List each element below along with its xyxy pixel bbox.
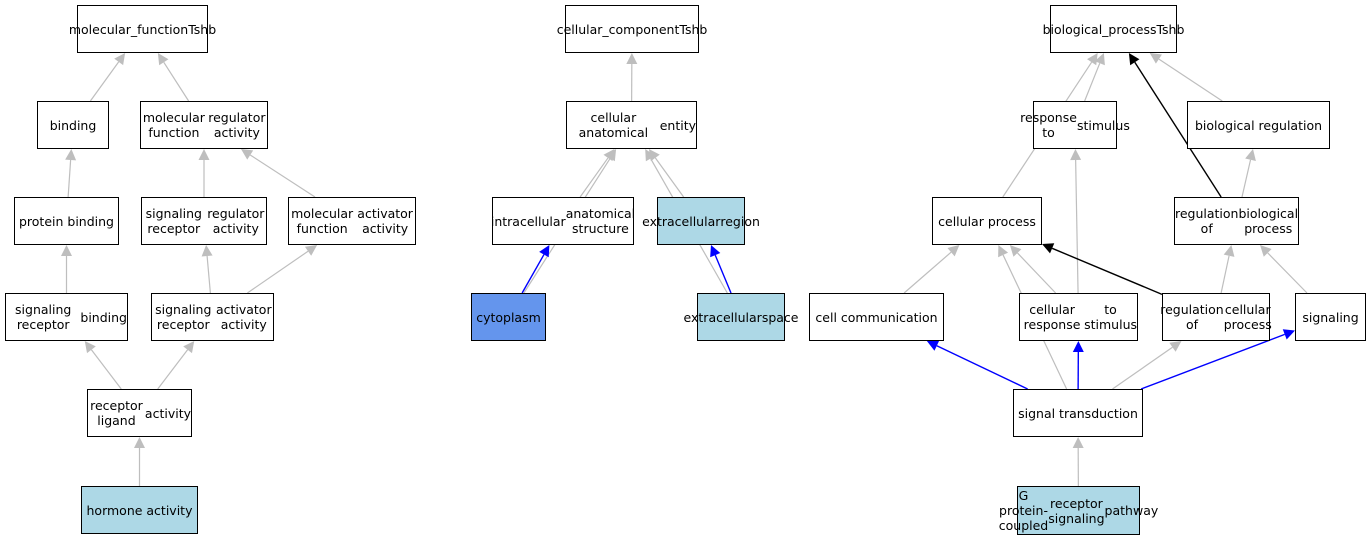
edge-arrowhead <box>1042 243 1055 254</box>
edge-arrowhead <box>1087 53 1098 66</box>
edge-arrowhead <box>134 437 145 448</box>
edge-extracellular_region-to-cae <box>648 149 685 198</box>
edge-binding-to-mf_root <box>89 53 126 102</box>
edge-arrowhead <box>198 149 210 160</box>
node-binding[interactable]: binding <box>37 101 109 149</box>
edge-arrowhead <box>645 149 656 162</box>
edge-sig_rec_binding-to-protein_binding <box>61 245 72 293</box>
edge-arrowhead <box>626 53 638 65</box>
edge-arrowhead <box>183 341 195 354</box>
edge-gpcr-to-sig_trans <box>1072 437 1084 487</box>
edge-reg_cell_proc-to-cell_proc <box>1042 243 1163 296</box>
edge-arrowhead <box>1223 245 1235 257</box>
node-cell-communication[interactable]: cell communication <box>809 293 944 341</box>
edge-mf_reg-to-mf_root <box>157 53 190 102</box>
edge-sig_trans-to-signaling <box>1140 329 1295 390</box>
edge-arrowhead <box>998 245 1009 258</box>
edge-cell_resp_stim-to-cell_proc <box>1009 245 1057 294</box>
edge-arrowhead <box>114 53 126 66</box>
edge-cell_comm-to-cell_proc <box>903 245 960 294</box>
edge-arrowhead <box>61 245 72 256</box>
node-cellular-process[interactable]: cellular process <box>932 197 1042 245</box>
edge-arrowhead <box>157 53 169 66</box>
edge-arrowhead <box>1094 53 1105 66</box>
edge-arrowhead <box>648 149 660 162</box>
edge-arrowhead <box>926 340 940 351</box>
edge-resp_stim-to-bp_root <box>1084 53 1105 102</box>
node-signaling[interactable]: signaling <box>1295 293 1366 341</box>
edge-arrowhead <box>1128 53 1140 66</box>
edge-mf_act-to-mf_reg <box>241 149 316 198</box>
edge-rec_ligand-to-sig_rec_act <box>157 341 195 390</box>
edge-arrowhead <box>201 245 213 257</box>
node-biological-regulation[interactable]: biological regulation <box>1187 101 1330 149</box>
edge-arrowhead <box>65 149 77 161</box>
edge-arrowhead <box>1282 329 1295 340</box>
edge-arrowhead <box>84 341 96 354</box>
edge-sig_rec_act-to-sig_rec_reg <box>201 245 213 294</box>
edge-arrowhead <box>539 245 550 258</box>
edge-arrowhead <box>1009 245 1022 257</box>
edge-arrowhead <box>1245 149 1256 161</box>
node-hormone-activity[interactable]: hormone activity <box>81 486 198 534</box>
edge-signaling-to-reg_bio_proc <box>1260 245 1308 294</box>
edge-arrowhead <box>1072 437 1084 449</box>
edge-hormone-to-rec_ligand <box>134 437 145 486</box>
edge-sig_rec_reg-to-mf_reg <box>198 149 210 197</box>
edge-rec_ligand-to-sig_rec_binding <box>84 341 122 390</box>
edge-cytoplasm-to-intracellular <box>521 245 550 294</box>
edge-arrowhead <box>947 245 960 257</box>
node-cytoplasm[interactable]: cytoplasm <box>471 293 546 341</box>
edge-protein_binding-to-binding <box>65 149 77 198</box>
edge-arrowhead <box>605 149 617 162</box>
edge-reg_cell_proc-to-reg_bio_proc <box>1220 245 1235 294</box>
edge-reg_bio_proc-to-bio_reg <box>1241 149 1256 198</box>
edge-arrowhead <box>1070 149 1082 161</box>
edge-extracellular_space-to-extracellular_region <box>710 245 732 294</box>
edge-sig_trans-to-cell_resp_stim <box>1072 341 1084 390</box>
edge-reg_bio_proc-to-bp_root <box>1128 53 1222 198</box>
edge-arrowhead <box>304 245 318 256</box>
edge-sig_trans-to-cell_comm <box>926 340 1028 390</box>
edge-arrowhead <box>1149 53 1162 64</box>
edge-cae-to-cc_root <box>626 53 638 102</box>
edge-bio_reg-to-bp_root <box>1149 53 1223 102</box>
edge-arrowhead <box>1169 341 1182 352</box>
edge-arrowhead <box>1260 245 1272 257</box>
node-protein-binding[interactable]: protein binding <box>14 197 119 245</box>
edge-cell_resp_stim-to-resp_stim <box>1070 149 1082 294</box>
node-signal-transduction[interactable]: signal transduction <box>1013 389 1143 437</box>
edge-sig_trans-to-reg_cell_proc <box>1112 341 1182 390</box>
edge-arrowhead <box>241 149 254 160</box>
edge-arrowhead <box>710 245 721 258</box>
edge-sig_rec_act-to-mf_act <box>247 245 318 294</box>
edge-arrowhead <box>1072 341 1084 353</box>
